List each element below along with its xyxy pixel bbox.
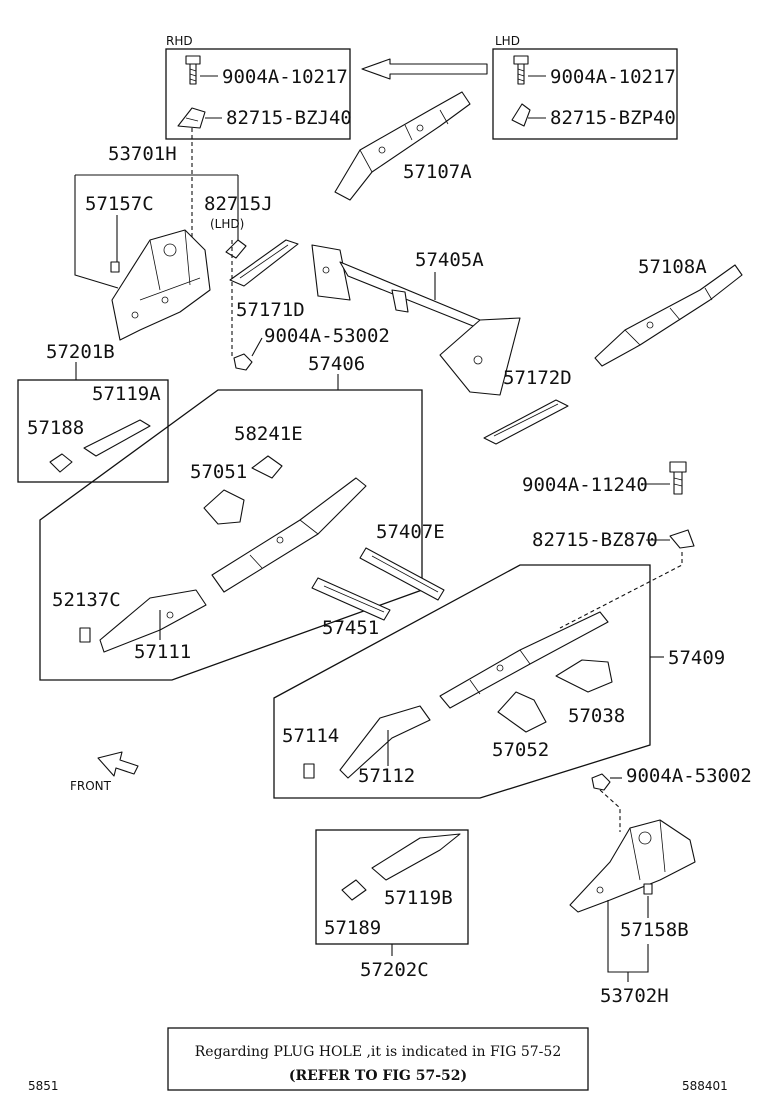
crossmember-57405A-drawing <box>311 244 521 396</box>
footer-left-code: 5851 <box>28 1079 59 1093</box>
group-57409-outline <box>273 564 651 799</box>
bracket-57038-drawing <box>555 659 613 693</box>
bracket-58241E-drawing <box>251 455 283 479</box>
apron-53702H-drawing <box>569 819 696 913</box>
bracket-57052-drawing <box>497 691 547 733</box>
clip-icon <box>225 239 247 259</box>
note-line2: (REFER TO FIG 57-52) <box>289 1068 467 1084</box>
frame-57406-drawing <box>99 477 367 653</box>
front-label: FRONT <box>70 779 112 793</box>
part-57201B: 57201B <box>46 341 115 363</box>
part-53702H: 53702H <box>600 985 669 1007</box>
part-9004A-10217-lhd: 9004A-10217 <box>550 66 676 88</box>
part-57111: 57111 <box>134 641 191 663</box>
part-57188: 57188 <box>27 417 84 439</box>
rail-57108A-drawing <box>594 264 743 367</box>
note-box <box>167 1027 589 1091</box>
nut-icon <box>233 353 253 371</box>
part-57405A: 57405A <box>415 249 484 271</box>
lhd-label: LHD <box>495 34 520 48</box>
apron-53701H-drawing <box>111 229 211 341</box>
frame-57409-drawing <box>339 611 609 779</box>
clip-icon <box>110 261 120 273</box>
part-57114: 57114 <box>282 725 339 747</box>
lhd-box <box>492 48 678 140</box>
part-52137C: 52137C <box>52 589 121 611</box>
clip-icon <box>669 529 695 549</box>
part-82715-BZ870: 82715-BZ870 <box>532 529 658 551</box>
part-57202C: 57202C <box>360 959 429 981</box>
member-57407E-drawing <box>359 547 445 601</box>
part-82715-BZP40: 82715-BZP40 <box>550 107 676 129</box>
bolt-icon <box>669 461 687 495</box>
part-58241E: 58241E <box>234 423 303 445</box>
rhd-box <box>165 48 351 140</box>
clip-icon <box>303 763 315 779</box>
clip-icon <box>643 883 653 895</box>
part-57406: 57406 <box>308 353 365 375</box>
part-57051: 57051 <box>190 461 247 483</box>
part-9004A-10217-rhd: 9004A-10217 <box>222 66 348 88</box>
nut-icon <box>591 773 611 791</box>
rhd-label: RHD <box>166 34 193 48</box>
part-9004A-53002-upper: 9004A-53002 <box>264 325 390 347</box>
part-82715J: 82715J <box>204 193 273 215</box>
part-9004A-53002-lower: 9004A-53002 <box>626 765 752 787</box>
part-57171D: 57171D <box>236 299 305 321</box>
bolt-icon <box>513 55 529 85</box>
lhd-note: (LHD) <box>210 217 244 231</box>
part-57158B: 57158B <box>620 919 689 941</box>
part-57409: 57409 <box>668 647 725 669</box>
bolt-icon <box>185 55 201 85</box>
part-57107A: 57107A <box>403 161 472 183</box>
plate-57119A-drawing <box>83 419 151 457</box>
clip-icon <box>511 103 531 127</box>
part-57157C: 57157C <box>85 193 154 215</box>
part-82715-BZJ40: 82715-BZJ40 <box>226 107 352 129</box>
footer-right-code: 588401 <box>682 1079 728 1093</box>
reinforcement-57171D-drawing <box>229 239 299 287</box>
part-57112: 57112 <box>358 765 415 787</box>
part-53701H: 53701H <box>108 143 177 165</box>
bracket-57051-drawing <box>203 489 245 525</box>
lhd-to-rhd-arrow <box>361 58 488 80</box>
part-9004A-11240: 9004A-11240 <box>522 474 648 496</box>
member-57451-drawing <box>311 577 391 621</box>
part-57119B: 57119B <box>384 887 453 909</box>
part-57407E: 57407E <box>376 521 445 543</box>
clip-icon <box>177 107 206 129</box>
part-57172D: 57172D <box>503 367 572 389</box>
note-line1: Regarding PLUG HOLE ,it is indicated in … <box>195 1044 561 1060</box>
part-57119A: 57119A <box>92 383 161 405</box>
plate-57119B-drawing <box>371 833 461 881</box>
part-57108A: 57108A <box>638 256 707 278</box>
part-57052: 57052 <box>492 739 549 761</box>
clip-icon <box>79 627 91 643</box>
rail-57107A-drawing <box>334 91 471 201</box>
reinforcement-57172D-drawing <box>483 399 569 445</box>
plate-57188-drawing <box>49 453 73 473</box>
part-57451: 57451 <box>322 617 379 639</box>
front-arrow-icon <box>97 751 139 777</box>
plate-57189-drawing <box>341 879 367 901</box>
part-57189: 57189 <box>324 917 381 939</box>
part-57038: 57038 <box>568 705 625 727</box>
